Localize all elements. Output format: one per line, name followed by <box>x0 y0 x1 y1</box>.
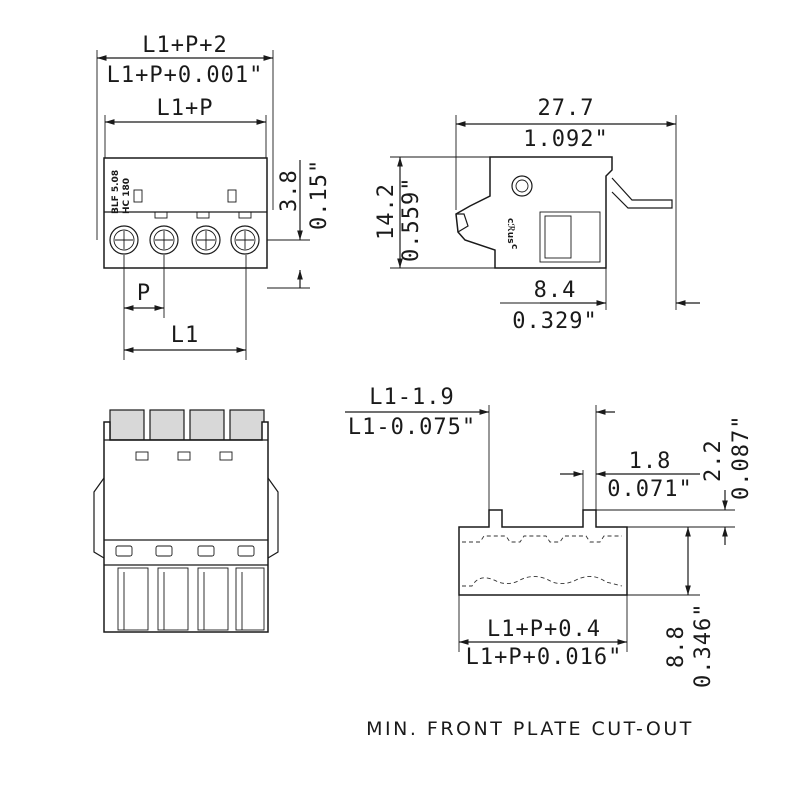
cutout-outline <box>458 509 628 596</box>
dim-l1-0-075: L1-0.075" <box>348 415 476 440</box>
dim-0-329: 0.329" <box>512 309 597 334</box>
latch-slot <box>227 189 237 203</box>
dim-0-559: 0.559" <box>399 177 424 262</box>
top-body <box>103 421 269 633</box>
dim-0-071: 0.071" <box>607 477 692 502</box>
screw-terminal <box>109 225 139 255</box>
latch-slot <box>133 189 143 203</box>
cert-mark: cℛus <box>505 218 515 244</box>
top-view <box>93 409 279 633</box>
dim-1-8: 1.8 <box>629 449 672 474</box>
top-tab <box>189 409 225 441</box>
dim-l1p-0-016: L1+P+0.016" <box>466 645 623 670</box>
dim-0-087: 0.087" <box>729 415 754 500</box>
cutout-caption: MIN. FRONT PLATE CUT-OUT <box>366 718 694 740</box>
top-tab <box>109 409 145 441</box>
body-mark-line1: BLF 5.08 <box>111 170 121 214</box>
side-profile <box>455 156 613 269</box>
dim-l1p: L1+P <box>157 96 214 121</box>
body-mark-line2: HC 180 <box>122 178 132 214</box>
top-tab <box>229 409 265 441</box>
dim-27-7: 27.7 <box>538 96 595 121</box>
dim-l1-1-9: L1-1.9 <box>369 385 454 410</box>
dim-l1p-0-4: L1+P+0.4 <box>487 617 601 642</box>
connector-body <box>103 157 268 269</box>
dim-l1p2-imperial: L1+P+0.001" <box>107 63 264 88</box>
cutout-view: L1-1.9 L1-0.075" 1.8 0.071" 2.2 0.087" L… <box>345 385 754 688</box>
dim-0-15: 0.15" <box>307 159 332 230</box>
svg-text:c: c <box>509 244 519 249</box>
dim-8-8: 8.8 <box>664 625 689 668</box>
dim-8-4: 8.4 <box>534 278 577 303</box>
dim-pitch: P <box>137 281 151 306</box>
front-view: BLF 5.08 HC 180 L1+P+2 L1+P+0.001" L1+P … <box>96 33 332 360</box>
top-tab <box>149 409 185 441</box>
screw-terminal <box>191 225 221 255</box>
dim-2-2: 2.2 <box>701 439 726 482</box>
screw-terminal <box>149 225 179 255</box>
screw-terminal <box>230 225 260 255</box>
dim-3-8: 3.8 <box>277 169 302 212</box>
dim-14-2: 14.2 <box>374 183 399 240</box>
dim-1-092: 1.092" <box>523 127 608 152</box>
side-view: cℛus c 27.7 1.092" 14.2 0.559" 8.4 0.329… <box>374 96 700 334</box>
dim-l1p2: L1+P+2 <box>142 33 227 58</box>
dim-l1: L1 <box>171 323 200 348</box>
dim-0-346: 0.346" <box>691 603 716 688</box>
